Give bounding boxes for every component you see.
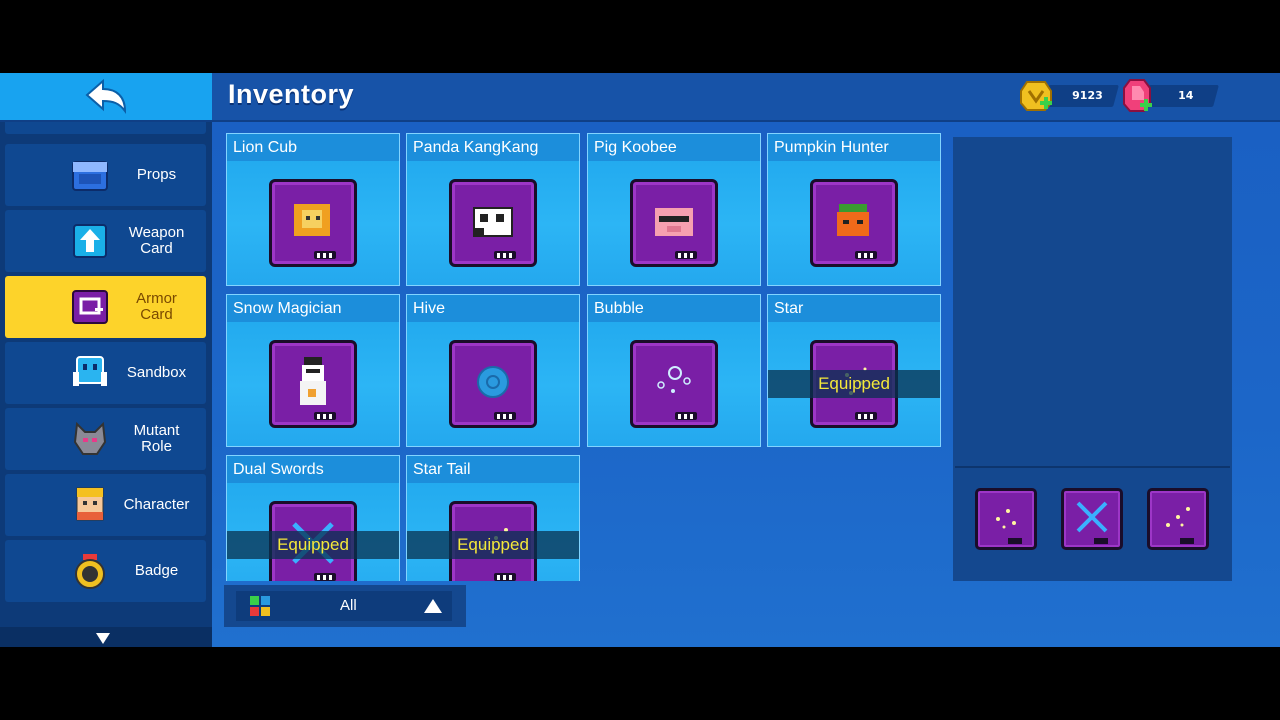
filter-bar: All	[224, 585, 466, 627]
top-bar: Inventory 9123 14	[0, 73, 1280, 122]
page-title: Inventory	[228, 79, 355, 109]
star-tail-icon	[1166, 507, 1190, 527]
sidebar-item-label: Mutant Role	[133, 422, 180, 455]
item-name: Dual Swords	[227, 456, 399, 483]
sidebar-item-partial[interactable]	[5, 122, 206, 134]
item-name: Star Tail	[407, 456, 579, 483]
sidebar-item-armor-card[interactable]: Armor Card	[5, 276, 206, 338]
rarity-dots	[314, 251, 336, 259]
equipped-slot-2[interactable]	[1061, 488, 1123, 550]
sidebar-item-weapon-card[interactable]: Weapon Card	[5, 210, 206, 272]
panda-icon	[473, 207, 513, 237]
item-card-dual-swords[interactable]: Dual Swords Equipped	[226, 455, 400, 581]
item-frame	[449, 340, 537, 428]
grid-filter-icon	[250, 596, 270, 616]
rarity-dots	[675, 251, 697, 259]
item-card-pig[interactable]: Pig Koobee	[587, 133, 761, 286]
item-frame	[269, 179, 357, 267]
rarity-dots	[855, 251, 877, 259]
pig-icon	[655, 208, 693, 236]
item-card-lion-cub[interactable]: Lion Cub	[226, 133, 400, 286]
item-card-hive[interactable]: Hive	[406, 294, 580, 447]
sidebar-item-label: Sandbox	[126, 364, 187, 381]
rarity-dots	[1180, 538, 1194, 544]
item-frame	[269, 340, 357, 428]
item-card-panda[interactable]: Panda KangKang	[406, 133, 580, 286]
sandbox-icon	[73, 356, 107, 386]
sidebar-scroll-footer	[0, 627, 212, 647]
rarity-dots	[1094, 538, 1108, 544]
rarity-dots	[314, 412, 336, 420]
sidebar-item-label: Weapon Card	[128, 224, 185, 257]
item-name: Bubble	[588, 295, 760, 322]
rarity-dots	[855, 412, 877, 420]
sidebar-item-character[interactable]: Character	[5, 474, 206, 536]
bubble-icon	[657, 366, 691, 393]
item-card-bubble[interactable]: Bubble	[587, 294, 761, 447]
sidebar-item-label: Props	[136, 166, 177, 183]
item-name: Hive	[407, 295, 579, 322]
item-name: Snow Magician	[227, 295, 399, 322]
sidebar-item-sandbox[interactable]: Sandbox	[5, 342, 206, 404]
rarity-dots	[675, 412, 697, 420]
weapon-card-icon	[73, 224, 107, 258]
star-icon	[996, 509, 1016, 529]
equipped-slot-1[interactable]	[975, 488, 1037, 550]
game-screen: Inventory 9123 14 Props	[0, 73, 1280, 647]
sidebar-item-mutant-role[interactable]: Mutant Role	[5, 408, 206, 470]
filter-dropdown[interactable]: All	[236, 591, 452, 621]
item-frame	[630, 179, 718, 267]
equipped-banner: Equipped	[227, 531, 399, 559]
rarity-dots	[494, 573, 516, 581]
chevron-up-icon	[424, 599, 442, 613]
mutant-role-icon	[73, 421, 107, 455]
sidebar-item-props[interactable]: Props	[5, 144, 206, 206]
gold-counter: 9123	[1043, 85, 1119, 107]
gold-coin-icon[interactable]	[1019, 79, 1053, 113]
item-frame	[630, 340, 718, 428]
rarity-dots	[494, 412, 516, 420]
rarity-dots	[314, 573, 336, 581]
item-card-snow-magician[interactable]: Snow Magician	[226, 294, 400, 447]
category-sidebar[interactable]: Props Weapon Card Armor Card Sandbo	[0, 122, 212, 647]
rarity-dots	[1008, 538, 1022, 544]
snowman-icon	[300, 357, 326, 405]
badge-icon	[75, 554, 105, 589]
armor-card-icon	[72, 290, 108, 324]
pumpkin-icon	[837, 204, 869, 236]
filter-label: All	[340, 597, 357, 614]
item-name: Pumpkin Hunter	[768, 134, 940, 161]
pink-gem-icon[interactable]	[1120, 78, 1154, 114]
item-frame	[449, 179, 537, 267]
item-grid[interactable]: Lion Cub Panda KangKang Pig K	[226, 133, 944, 581]
props-icon	[72, 161, 108, 191]
item-name: Lion Cub	[227, 134, 399, 161]
equipped-banner: Equipped	[407, 531, 579, 559]
back-arrow-icon	[85, 78, 127, 114]
back-button[interactable]	[0, 73, 212, 120]
item-card-star[interactable]: Star Equipped	[767, 294, 941, 447]
gem-counter: 14	[1143, 85, 1219, 107]
equipped-slot-3[interactable]	[1147, 488, 1209, 550]
panel-divider	[955, 466, 1230, 468]
gem-amount: 14	[1178, 89, 1194, 102]
item-card-star-tail[interactable]: Star Tail Equipped	[406, 455, 580, 581]
item-name: Panda KangKang	[407, 134, 579, 161]
sidebar-item-badge[interactable]: Badge	[5, 540, 206, 602]
item-card-pumpkin-hunter[interactable]: Pumpkin Hunter	[767, 133, 941, 286]
item-name: Pig Koobee	[588, 134, 760, 161]
item-name: Star	[768, 295, 940, 322]
equipped-banner: Equipped	[768, 370, 940, 398]
sidebar-item-label: Badge	[134, 562, 179, 579]
sidebar-item-label: Armor Card	[136, 290, 177, 323]
hive-icon	[477, 366, 509, 398]
lion-cub-icon	[294, 204, 330, 236]
gold-amount: 9123	[1072, 89, 1103, 102]
rarity-dots	[494, 251, 516, 259]
sidebar-item-label: Character	[123, 496, 190, 513]
dual-swords-icon	[1076, 501, 1108, 533]
scroll-down-icon[interactable]	[96, 633, 110, 644]
character-icon	[76, 487, 104, 521]
item-frame	[810, 179, 898, 267]
